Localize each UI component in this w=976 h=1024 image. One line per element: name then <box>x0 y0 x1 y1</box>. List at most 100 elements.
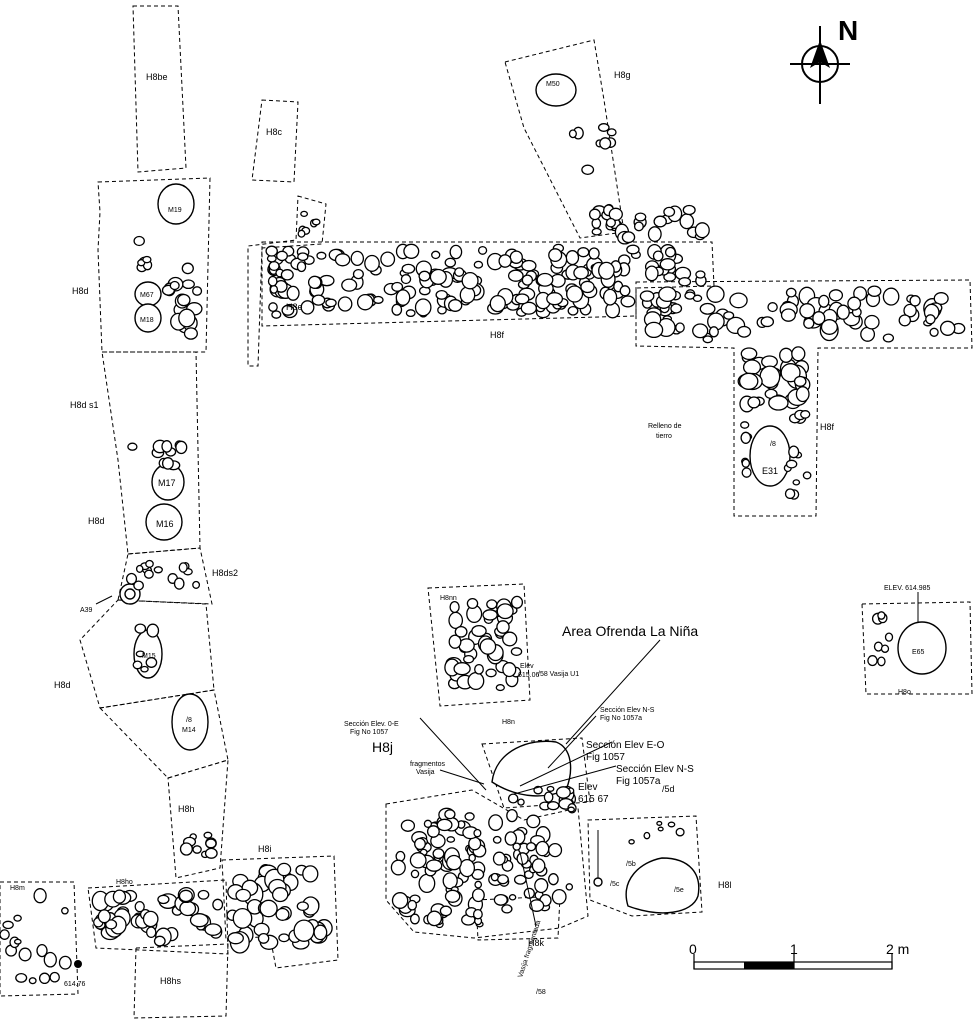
stone <box>36 943 48 958</box>
stone <box>644 321 664 339</box>
stone <box>414 298 432 317</box>
stone <box>471 888 485 903</box>
stone <box>293 919 315 942</box>
scale-bar: 0 1 2 m <box>689 941 909 970</box>
unit-label-h8i: H8i <box>258 844 272 854</box>
stone <box>297 252 309 262</box>
elev-vasija-line2: 615.06 <box>518 672 540 679</box>
burial-e31 <box>749 425 791 487</box>
unit-label-h8m: H8m <box>10 885 25 892</box>
stone <box>153 935 166 947</box>
stone <box>178 562 188 573</box>
stone <box>461 271 479 290</box>
stone <box>325 298 337 308</box>
elev-e65-label: ELEV. 614.985 <box>884 585 931 592</box>
scale-tick-2: 2 m <box>886 941 909 957</box>
stone <box>692 323 709 339</box>
stone <box>565 250 580 266</box>
unit-label-h8be: H8be <box>146 72 168 82</box>
stone <box>431 250 441 260</box>
stone <box>510 595 524 609</box>
stone <box>142 255 152 264</box>
stone <box>337 296 353 312</box>
stone <box>678 277 692 287</box>
leader-lines <box>95 592 919 927</box>
burial-m19 <box>157 183 195 225</box>
stone <box>268 260 280 272</box>
north-arrow: N <box>790 15 858 104</box>
stone <box>175 440 188 455</box>
stone <box>267 275 278 287</box>
stone <box>598 261 615 280</box>
stone <box>548 248 563 263</box>
stone <box>179 842 193 856</box>
stone <box>496 620 510 634</box>
stone <box>513 874 527 885</box>
unit-label-h8d-2: H8d <box>88 516 105 526</box>
stone <box>429 268 447 285</box>
stone <box>446 854 462 871</box>
stone <box>664 246 676 258</box>
stone <box>581 164 595 176</box>
stone <box>534 878 549 894</box>
feature-label-e65: E65 <box>912 649 925 656</box>
stone <box>800 410 811 419</box>
stone <box>836 304 850 320</box>
stone <box>742 359 762 376</box>
area-ofrenda-label: Area Ofrenda La Niña <box>562 623 698 639</box>
stone <box>663 272 677 282</box>
label-5b: /5b <box>626 861 636 868</box>
stone <box>436 818 453 832</box>
stone <box>692 294 703 303</box>
stone <box>520 301 537 315</box>
stone <box>409 852 427 869</box>
burial-m50 <box>535 73 577 107</box>
stone <box>653 215 667 228</box>
unit-label-h8l: H8l <box>718 880 732 890</box>
stone <box>189 913 209 928</box>
stone <box>140 665 149 673</box>
stone <box>723 311 735 320</box>
stone <box>802 471 812 480</box>
stone <box>203 831 213 839</box>
unit-label-h8ds2: H8ds2 <box>212 568 238 578</box>
stone <box>143 569 154 579</box>
stone <box>620 295 636 308</box>
stone <box>212 898 224 911</box>
stone <box>492 835 502 844</box>
stone <box>296 901 309 912</box>
stone <box>502 631 518 647</box>
seccion-ns-line1: Sección Elev N-S <box>616 764 694 775</box>
stone <box>276 862 292 877</box>
stone <box>792 479 801 486</box>
stone <box>296 261 307 273</box>
stone <box>2 920 14 930</box>
stone <box>316 251 327 260</box>
stone <box>820 319 838 335</box>
stone <box>286 285 300 301</box>
unit-label-h8nn: H8nn <box>440 595 457 602</box>
stone <box>486 599 498 610</box>
stone <box>192 580 201 589</box>
stone <box>682 204 696 216</box>
stone <box>334 253 351 267</box>
stone <box>281 304 295 316</box>
unit-label-h8e: H8e <box>286 302 303 312</box>
offering-area <box>491 740 572 797</box>
stone <box>471 624 487 638</box>
stone <box>227 932 244 945</box>
stone <box>474 880 483 889</box>
stone <box>501 904 513 914</box>
stone <box>699 302 716 315</box>
stone <box>702 335 714 344</box>
label-5e: /5e <box>674 887 684 894</box>
stone <box>867 655 878 667</box>
stone <box>788 445 800 459</box>
stone <box>125 572 138 585</box>
stone <box>178 889 193 903</box>
stone <box>183 327 198 340</box>
relleno-label-line2: tierro <box>656 433 672 440</box>
stone <box>204 923 222 936</box>
stone <box>602 288 618 306</box>
stone <box>694 222 710 239</box>
